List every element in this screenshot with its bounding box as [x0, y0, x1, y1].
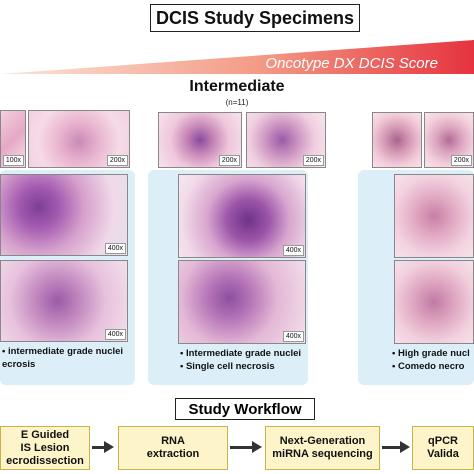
step-line: ecrodissection	[6, 454, 84, 467]
magnification-label: 400x	[282, 245, 304, 256]
micrograph-tile: 200x	[28, 110, 130, 168]
workflow-arrow	[92, 446, 104, 449]
micrograph-tile	[394, 174, 474, 258]
workflow-arrow-head	[400, 441, 410, 453]
step-line: Next-Generation	[279, 435, 366, 447]
micrograph-tile	[372, 112, 422, 168]
micrograph-tile: 400x	[178, 260, 306, 344]
magnification-label: 200x	[106, 155, 128, 166]
feature-bullet: • High grade nucl	[392, 348, 470, 359]
magnification-label: 100x	[2, 155, 24, 166]
magnification-label: 400x	[104, 329, 126, 340]
feature-bullet: ecrosis	[2, 359, 36, 370]
step-line: RNA	[161, 435, 185, 447]
feature-bullet: • intermediate grade nuclei	[2, 346, 124, 357]
group-title: Intermediate	[189, 78, 285, 95]
micrograph-tile: 200x	[246, 112, 326, 168]
workflow-arrow-head	[104, 441, 114, 453]
magnification-label: 400x	[104, 243, 126, 254]
feature-bullet: • Intermediate grade nuclei	[180, 348, 302, 359]
step-line: Valida	[427, 448, 459, 460]
workflow-arrow-head	[252, 441, 262, 453]
micrograph-tile: 200x	[424, 112, 474, 168]
workflow-step-sequencing: Next-Generation miRNA sequencing	[265, 426, 380, 470]
column-1-top-row: 100x 200x	[0, 110, 130, 170]
magnification-label: 200x	[450, 155, 472, 166]
step-line: qPCR	[428, 435, 458, 447]
step-line: E Guided	[20, 428, 70, 441]
magnification-label: 200x	[302, 155, 324, 166]
magnification-label: 400x	[282, 331, 304, 342]
micrograph-tile: 200x	[158, 112, 242, 168]
score-label: Oncotype DX DCIS Score	[265, 55, 438, 72]
feature-bullet: • Comedo necro	[392, 361, 465, 372]
step-line: IS Lesion	[20, 441, 70, 454]
step-line: miRNA sequencing	[272, 448, 373, 460]
magnification-label: 200x	[218, 155, 240, 166]
workflow-arrow	[382, 446, 400, 449]
micrograph-tile: 100x	[0, 110, 26, 168]
micrograph-tile	[394, 260, 474, 344]
feature-bullet: • Single cell necrosis	[180, 361, 275, 372]
workflow-arrow	[230, 446, 252, 449]
micrograph-tile: 400x	[0, 174, 128, 256]
workflow-step-rna-extraction: RNA extraction	[118, 426, 228, 470]
workflow-step-microdissection: E Guided IS Lesion ecrodissection	[0, 426, 90, 470]
score-wedge	[0, 40, 474, 74]
micrograph-tile: 400x	[0, 260, 128, 342]
page-title: DCIS Study Specimens	[150, 4, 360, 32]
workflow-step-qpcr-validation: qPCR Valida	[412, 426, 474, 470]
micrograph-tile: 400x	[178, 174, 306, 258]
workflow-title: Study Workflow	[175, 398, 315, 420]
group-count: (n=11)	[225, 98, 249, 107]
step-line: extraction	[146, 448, 200, 460]
